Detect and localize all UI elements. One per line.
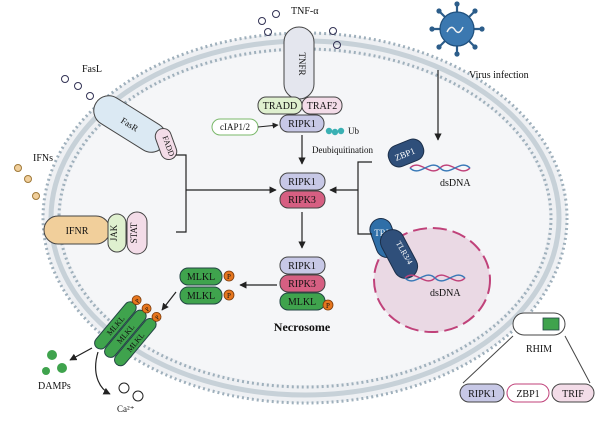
rhim-fan-right — [564, 335, 591, 384]
tnf-ligand — [258, 10, 341, 49]
tnf-label: TNF-α — [291, 6, 319, 17]
complex-ripk1-box — [279, 172, 326, 191]
left-bracket — [176, 154, 187, 233]
calcium-ions — [118, 382, 144, 402]
damps-label: DAMPs — [38, 381, 71, 392]
fasl-ligand — [61, 75, 94, 100]
necro-phospho-icon — [322, 299, 334, 311]
complex-ripk3-label: RIPK3 — [288, 195, 316, 206]
ripk1-upper-label: RIPK1 — [288, 119, 316, 130]
jak-label: JAK — [109, 224, 119, 241]
necrosome-label: Necrosome — [274, 320, 331, 334]
ub-label: Ub — [348, 126, 359, 136]
ubiquitin-chain — [325, 127, 345, 136]
right-bracket — [357, 161, 372, 235]
zbp1-dsdna-label: dsDNA — [440, 178, 471, 189]
legend-trif-box — [551, 383, 595, 403]
ifns-ligand — [14, 164, 40, 200]
ifns-label: IFNs — [33, 153, 53, 164]
mlkl-lower-label: MLKL — [187, 291, 215, 302]
legend-trif-label: TRIF — [562, 389, 584, 400]
mlkl-lower-phospho-icon — [223, 289, 235, 301]
pore-phospho-1-icon — [131, 295, 142, 306]
legend-zbp1-box — [506, 383, 550, 403]
pore-phospho-3-icon — [151, 311, 162, 322]
mlkl-pore: MLKL MLKL MLKL P P P — [94, 295, 162, 367]
legend-ripk1-box — [459, 383, 505, 403]
necro-ripk1-label: RIPK1 — [288, 261, 316, 272]
virus-label: Virus infection — [469, 70, 529, 81]
damps-particles — [42, 350, 67, 375]
necro-ripk1-box — [279, 256, 326, 275]
endosome-dsdna-helix — [404, 274, 466, 282]
necro-ripk3-label: RIPK3 — [288, 279, 316, 290]
complex-ripk3-box — [279, 190, 326, 209]
pore-phospho-1-label: P — [135, 298, 142, 305]
mlkl-lower-phospho-label: P — [227, 292, 231, 300]
ifnr-label: IFNR — [66, 226, 89, 237]
fasl-label: FasL — [82, 64, 102, 75]
legend-ripk1-label: RIPK1 — [468, 389, 496, 400]
necro-ripk3-box — [279, 274, 326, 293]
mlkl-lower-box — [179, 286, 223, 305]
rhim-fan-left — [462, 335, 514, 384]
ripk1-upper-box — [279, 114, 325, 133]
rhim-legend: RHIM RIPK1 ZBP1 TRIF — [459, 312, 595, 403]
mlkl-to-pore-arrow — [161, 291, 177, 311]
calcium-label: Ca²⁺ — [117, 404, 135, 414]
ciap-label: cIAP1/2 — [220, 122, 250, 132]
endosome-dsdna-label: dsDNA — [430, 288, 461, 299]
calcium-arrow — [95, 351, 111, 395]
mlkl-upper-phospho-label: P — [227, 273, 231, 281]
zbp1-box — [387, 138, 425, 168]
virus-icon — [429, 1, 485, 57]
zbp1-dsdna-helix — [409, 164, 471, 172]
jak-box — [107, 213, 127, 253]
pore-phospho-2-label: P — [145, 306, 152, 313]
necro-phospho-label: P — [326, 302, 330, 310]
deubiquitination-label: Deubiquitination — [312, 145, 373, 155]
mlkl-upper-phospho-icon — [223, 270, 235, 282]
ciap-arrow — [257, 122, 279, 129]
traf2-label: TRAF2 — [307, 101, 338, 112]
tradd-label: TRADD — [263, 101, 297, 112]
complex-ripk1-label: RIPK1 — [288, 177, 316, 188]
pore-phospho-3-label: P — [155, 314, 162, 321]
stat-box — [126, 211, 148, 255]
rhim-domain-mark — [542, 317, 560, 331]
traf2-box — [301, 96, 343, 115]
fadd-box — [154, 127, 178, 161]
mlkl-upper-label: MLKL — [187, 272, 215, 283]
legend-zbp1-label: ZBP1 — [516, 389, 539, 400]
mlkl-upper-box — [179, 267, 223, 286]
necro-mlkl-label: MLKL — [288, 297, 316, 308]
damps-arrow — [69, 347, 93, 361]
tlr-receptor — [379, 229, 419, 279]
rhim-label: RHIM — [526, 344, 552, 355]
stat-label: STAT — [129, 222, 139, 243]
pore-phospho-2-icon — [141, 303, 152, 314]
tnfr-label: TNFR — [297, 52, 307, 75]
